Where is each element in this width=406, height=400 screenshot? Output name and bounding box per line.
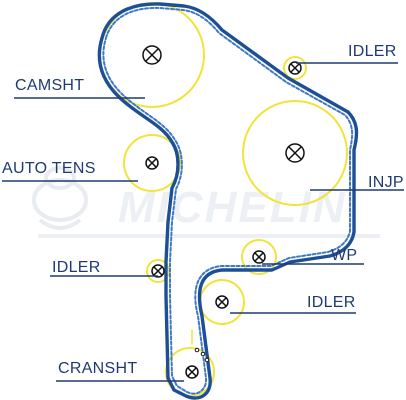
pulley-hubs xyxy=(142,45,305,379)
camshaft-hub-icon xyxy=(142,45,162,65)
idler-top-hub-icon xyxy=(288,61,302,75)
water-pump-hub-icon xyxy=(252,250,266,264)
idler-left-label: IDLER xyxy=(52,259,101,276)
injp-label: INJP xyxy=(368,174,404,191)
auto-tens-label: AUTO TENS xyxy=(2,160,96,177)
idler-left-hub-icon xyxy=(151,264,165,278)
camsht-label: CAMSHT xyxy=(15,77,85,94)
belt-inner xyxy=(102,6,354,395)
water-pump-pulley xyxy=(241,239,277,275)
idler-right-hub-icon xyxy=(215,295,229,309)
timing-belt xyxy=(97,2,359,400)
cransht-label: CRANSHT xyxy=(58,360,138,377)
idler-top-pulley xyxy=(283,56,307,80)
injection-pump-pulley xyxy=(242,100,348,206)
crank-dots xyxy=(194,347,210,363)
auto-tensioner-pulley xyxy=(123,134,181,192)
auto-tensioner-hub-icon xyxy=(145,156,159,170)
watermark-logo xyxy=(32,166,88,230)
belt-outer xyxy=(97,2,359,400)
idler-right-label: IDLER xyxy=(307,294,356,311)
watermark: MICHELIN xyxy=(32,166,380,238)
idler-top-label: IDLER xyxy=(348,43,397,60)
injection-pump-hub-icon xyxy=(285,143,305,163)
crankshaft-hub-icon xyxy=(185,365,199,379)
leader-lines xyxy=(2,62,404,382)
wp-label: WP xyxy=(331,247,358,264)
